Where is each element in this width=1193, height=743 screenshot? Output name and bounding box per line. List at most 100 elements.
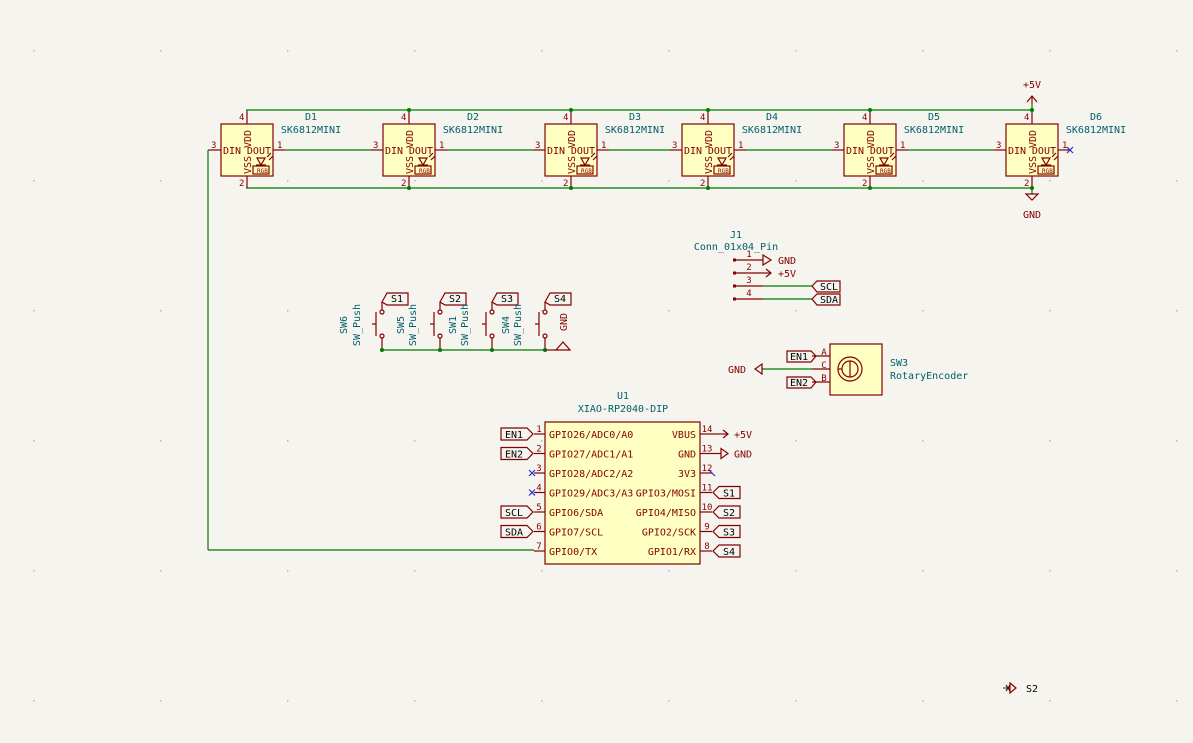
gnd-power-symbol[interactable]: GND xyxy=(1023,193,1041,221)
mcu-pin-name: GND xyxy=(678,450,696,461)
mcu-pin-num: 10 xyxy=(702,503,713,513)
led-pin2: 2 xyxy=(239,179,244,189)
led-rgb-label: RGB xyxy=(419,168,430,175)
led-value: SK6812MINI xyxy=(1066,125,1126,136)
mcu-net-label: SCL xyxy=(505,508,523,519)
led-pin3: 3 xyxy=(996,141,1001,151)
switch-ref: SW4 xyxy=(501,316,512,334)
gnd-power-label: GND xyxy=(1023,210,1041,221)
connector-pin-num: 2 xyxy=(746,263,751,273)
connector-net-label: SDA xyxy=(820,295,838,306)
mcu-ref: U1 xyxy=(617,391,629,402)
switch-net-label: S4 xyxy=(554,294,566,305)
led-value: SK6812MINI xyxy=(605,125,665,136)
led-rgb-label: RGB xyxy=(581,168,592,175)
switch-value: SW_Push xyxy=(513,304,524,346)
led-vdd-label: VDD xyxy=(1028,130,1039,148)
mcu-pin-name: GPIO27/ADC1/A1 xyxy=(549,450,633,461)
connector-pin-num: 1 xyxy=(746,250,751,260)
led-vdd-label: VDD xyxy=(243,130,254,148)
mcu-pin-name: GPIO2/SCK xyxy=(642,528,696,539)
connector-pin-2[interactable]: 2+5V xyxy=(733,263,796,280)
mcu-net-label: S2 xyxy=(723,508,735,519)
led-rgb-label: RGB xyxy=(257,168,268,175)
mcu-gnd-label: GND xyxy=(734,450,752,461)
switch-ref: SW5 xyxy=(396,316,407,334)
stray-label-text: S2 xyxy=(1026,684,1038,695)
mcu-pin-name: GPIO3/MOSI xyxy=(636,489,696,500)
vcc-power-label: +5V xyxy=(1023,80,1041,91)
led-dout-label: DOUT xyxy=(1032,146,1056,157)
mcu-net-label: SDA xyxy=(505,528,523,539)
led-pin2: 2 xyxy=(401,179,406,189)
mcu-pin-name: GPIO29/ADC3/A3 xyxy=(549,489,633,500)
stray-net-label[interactable]: S2 xyxy=(1003,681,1038,695)
encoder-pin-c: C xyxy=(821,361,826,371)
mcu-net-label: S1 xyxy=(723,489,735,500)
led-pin1: 1 xyxy=(1062,141,1067,151)
vcc-power-symbol[interactable]: +5V xyxy=(1023,80,1041,104)
led-din-label: DIN xyxy=(1008,146,1026,157)
led-dout-label: DOUT xyxy=(571,146,595,157)
switch-ref: SW1 xyxy=(448,316,459,334)
switch-ref: SW6 xyxy=(339,316,350,334)
connector-pin-num: 3 xyxy=(746,276,751,286)
led-pin1: 1 xyxy=(277,141,282,151)
mcu-net-label: EN1 xyxy=(505,430,523,441)
led-rgb-label: RGB xyxy=(1042,168,1053,175)
connector-net-label: SCL xyxy=(820,282,838,293)
switch-gnd-label: GND xyxy=(559,313,570,331)
led-pin4: 4 xyxy=(700,113,705,123)
rotary-encoder[interactable]: A C B SW3 RotaryEncoder EN1 EN2 GND xyxy=(728,343,968,396)
led-vdd-label: VDD xyxy=(704,130,715,148)
led-value: SK6812MINI xyxy=(443,125,503,136)
led-dout-label: DOUT xyxy=(870,146,894,157)
led-pin4: 4 xyxy=(862,113,867,123)
switch-value: SW_Push xyxy=(352,304,363,346)
connector-value: Conn_01x04_Pin xyxy=(694,242,778,253)
led-ref: D6 xyxy=(1090,112,1102,123)
mcu-pin-num: 7 xyxy=(536,542,541,552)
led-pin2: 2 xyxy=(563,179,568,189)
switch-gnd-symbol[interactable]: GND xyxy=(545,313,572,351)
encoder-pin-a: A xyxy=(821,348,827,358)
led-pin1: 1 xyxy=(439,141,444,151)
mcu-pin-name: GPIO4/MISO xyxy=(636,508,696,519)
led-vdd-label: VDD xyxy=(866,130,877,148)
led-rgb-label: RGB xyxy=(880,168,891,175)
led-pin4: 4 xyxy=(1024,113,1029,123)
led-rgb-label: RGB xyxy=(718,168,729,175)
mcu-pin-num: 11 xyxy=(702,484,713,494)
mcu-pin-num: 13 xyxy=(702,445,713,455)
